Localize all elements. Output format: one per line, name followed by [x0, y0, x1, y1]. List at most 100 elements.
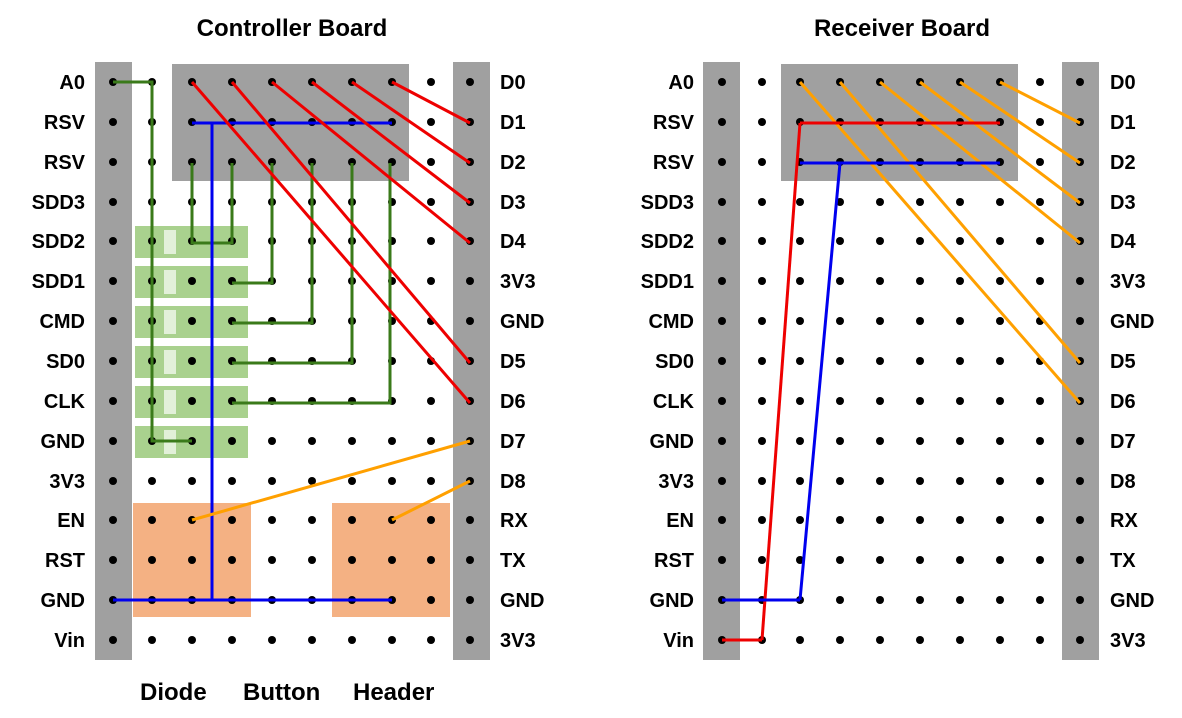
receiver-right-pin-label-1: D1: [1110, 112, 1136, 134]
receiver-hole-r13-c4: [876, 596, 884, 604]
receiver-hole-r4-c7: [996, 237, 1004, 245]
orange-wire-d5: [838, 81, 1082, 364]
controller-hole-r12-c8: [427, 556, 435, 564]
controller-hole-r2-c3: [228, 158, 236, 166]
receiver-hole-r7-c5: [916, 357, 924, 365]
red-wire-vertical: [760, 122, 802, 641]
orange-wire-d8: [391, 479, 471, 522]
controller-left-pin-label-2: RSV: [44, 152, 86, 174]
controller-hole-r12-c9: [466, 556, 474, 564]
receiver-hole-r4-c5: [916, 237, 924, 245]
receiver-hole-r9-c1: [758, 437, 766, 445]
receiver-hole-r2-c8: [1036, 158, 1044, 166]
controller-hole-r7-c2: [188, 357, 196, 365]
receiver-hole-r6-c0: [718, 317, 726, 325]
controller-hole-r2-c0: [109, 158, 117, 166]
controller-hole-r3-c0: [109, 198, 117, 206]
red-wire-d4: [271, 80, 471, 245]
controller-hole-r6-c9: [466, 317, 474, 325]
receiver-hole-r3-c5: [916, 198, 924, 206]
receiver-right-pin-label-10: D8: [1110, 471, 1136, 493]
receiver-hole-r9-c5: [916, 437, 924, 445]
receiver-hole-r6-c6: [956, 317, 964, 325]
controller-hole-r14-c0: [109, 636, 117, 644]
receiver-left-labels: A0RSVRSVSDD3SDD2SDD1CMDSD0CLKGND3V3ENRST…: [641, 72, 695, 652]
controller-hole-r14-c4: [268, 636, 276, 644]
controller-right-pin-label-8: D6: [500, 391, 526, 413]
receiver-hole-r11-c0: [718, 516, 726, 524]
diode-5-band: [164, 390, 176, 414]
receiver-hole-r5-c1: [758, 277, 766, 285]
legend-diode: Diode: [140, 679, 207, 706]
receiver-hole-r3-c6: [956, 198, 964, 206]
controller-hole-r9-c3: [228, 437, 236, 445]
controller-blue-wires: [113, 121, 392, 602]
controller-hole-r2-c5: [308, 158, 316, 166]
receiver-right-pin-label-6: GND: [1110, 311, 1154, 333]
controller-hole-r10-c2: [188, 477, 196, 485]
receiver-hole-r4-c2: [796, 237, 804, 245]
controller-hole-r13-c9: [466, 596, 474, 604]
receiver-left-pin-label-2: RSV: [653, 152, 695, 174]
receiver-hole-r9-c8: [1036, 437, 1044, 445]
receiver-orange-wires: [798, 80, 1082, 404]
controller-hole-r11-c4: [268, 516, 276, 524]
receiver-hole-r14-c7: [996, 636, 1004, 644]
receiver-hole-r8-c2: [796, 397, 804, 405]
receiver-hole-r4-c3: [836, 237, 844, 245]
controller-hole-r14-c6: [348, 636, 356, 644]
controller-left-pin-label-5: SDD1: [32, 271, 85, 293]
controller-hole-r12-c0: [109, 556, 117, 564]
controller-left-pin-label-3: SDD3: [32, 192, 85, 214]
receiver-right-pin-label-9: D7: [1110, 431, 1136, 453]
receiver-hole-r8-c4: [876, 397, 884, 405]
controller-hole-r11-c3: [228, 516, 236, 524]
receiver-hole-r12-c1: [758, 556, 766, 564]
receiver-hole-r9-c6: [956, 437, 964, 445]
receiver-hole-r9-c2: [796, 437, 804, 445]
receiver-right-pin-label-12: TX: [1110, 550, 1136, 572]
receiver-hole-r12-c5: [916, 556, 924, 564]
receiver-hole-r6-c3: [836, 317, 844, 325]
receiver-hole-r9-c9: [1076, 437, 1084, 445]
receiver-hole-r8-c5: [916, 397, 924, 405]
controller-hole-r14-c3: [228, 636, 236, 644]
controller-hole-r11-c0: [109, 516, 117, 524]
receiver-right-pin-label-14: 3V3: [1110, 630, 1146, 652]
controller-left-pin-label-4: SDD2: [32, 231, 85, 253]
controller-hole-r8-c0: [109, 397, 117, 405]
receiver-hole-r4-c0: [718, 237, 726, 245]
controller-hole-r10-c7: [388, 477, 396, 485]
receiver-hole-r13-c5: [916, 596, 924, 604]
controller-hole-r12-c3: [228, 556, 236, 564]
controller-green-wires: [113, 80, 392, 443]
controller-hole-r0-c9: [466, 78, 474, 86]
controller-hole-r9-c4: [268, 437, 276, 445]
receiver-hole-r10-c4: [876, 477, 884, 485]
orange-wire-d3: [919, 80, 1081, 205]
receiver-hole-r3-c4: [876, 198, 884, 206]
receiver-hole-r10-c8: [1036, 477, 1044, 485]
receiver-right-pin-label-11: RX: [1110, 510, 1138, 532]
controller-left-pin-label-7: SD0: [46, 351, 85, 373]
receiver-hole-r4-c1: [758, 237, 766, 245]
receiver-hole-r6-c1: [758, 317, 766, 325]
receiver-left-pin-label-10: 3V3: [658, 471, 694, 493]
orange-wire-d1: [999, 80, 1081, 125]
controller-hole-r12-c7: [388, 556, 396, 564]
controller-hole-r11-c5: [308, 516, 316, 524]
red-wire-d5: [230, 81, 472, 364]
controller-hole-r4-c8: [427, 237, 435, 245]
receiver-hole-r3-c7: [996, 198, 1004, 206]
receiver-hole-r0-c0: [718, 78, 726, 86]
controller-hole-r11-c6: [348, 516, 356, 524]
receiver-right-pin-label-5: 3V3: [1110, 271, 1146, 293]
receiver-left-pin-label-3: SDD3: [641, 192, 694, 214]
receiver-hole-r4-c4: [876, 237, 884, 245]
receiver-hole-r3-c1: [758, 198, 766, 206]
receiver-hole-r8-c6: [956, 397, 964, 405]
controller-hole-r8-c2: [188, 397, 196, 405]
controller-hole-r12-c2: [188, 556, 196, 564]
